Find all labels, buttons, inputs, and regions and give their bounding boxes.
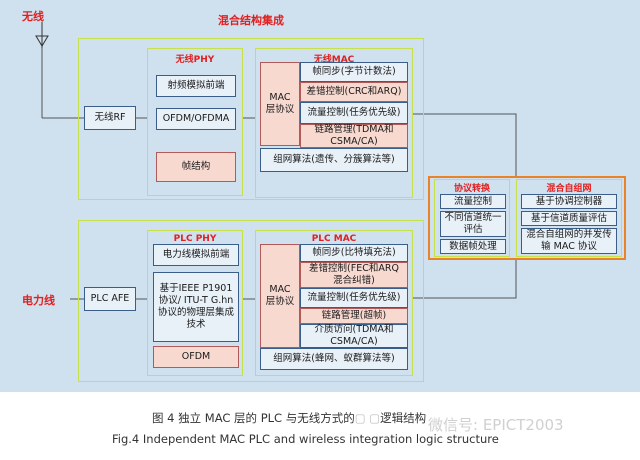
protocol-item: 不同信道统一评估 bbox=[440, 211, 506, 237]
wireless-phy-item: 射频模拟前端 bbox=[156, 75, 236, 97]
wireless-mac-title: 无线MAC bbox=[313, 55, 355, 65]
caption-cn: 图 4 独立 MAC 层的 PLC 与无线方式的▢ ▢逻辑结构 bbox=[152, 411, 427, 425]
wireless-mac-layer: MAC层协议 bbox=[260, 62, 300, 146]
antenna-icon bbox=[35, 22, 49, 48]
plc-afe-box: PLC AFE bbox=[84, 287, 136, 311]
wireless-mac-item: 帧同步(字节计数法) bbox=[300, 62, 408, 82]
wireless-phy-title: 无线PHY bbox=[175, 55, 215, 65]
plc-mac-title: PLC MAC bbox=[311, 234, 357, 244]
watermark: 微信号: EPICT2003 bbox=[428, 416, 564, 434]
wireless-group bbox=[78, 38, 424, 200]
wireless-mac-bottom: 组网算法(遗传、分簇算法等) bbox=[260, 148, 408, 172]
powerline-label: 电力线 bbox=[22, 294, 55, 307]
plc-phy-item: 基于IEEE P1901协议/ ITU-T G.hn协议的物理层集成技术 bbox=[153, 272, 239, 342]
wireless-mac-item: 链路管理(TDMA和CSMA/CA) bbox=[300, 124, 408, 148]
plc-mac-item: 介质访问(TDMA和CSMA/CA) bbox=[300, 324, 408, 348]
plc-mac-bottom: 组网算法(蜂网、蚁群算法等) bbox=[260, 348, 408, 370]
wireless-mac-item: 流量控制(任务优先级) bbox=[300, 102, 408, 124]
plc-phy-item: 电力线模拟前端 bbox=[153, 244, 239, 266]
protocol-title: 协议转换 bbox=[453, 184, 490, 194]
hybrid-network-item: 基于信道质量评估 bbox=[521, 211, 617, 226]
caption-area bbox=[0, 392, 640, 460]
wireless-mac-item: 差错控制(CRC和ARQ) bbox=[300, 82, 408, 102]
protocol-item: 数据帧处理 bbox=[440, 239, 506, 254]
plc-phy-item: OFDM bbox=[153, 346, 239, 368]
hybrid-network-item: 混合自组网的并发传输 MAC 协议 bbox=[521, 228, 617, 254]
plc-mac-item: 链路管理(超帧) bbox=[300, 308, 408, 324]
wireless-phy-item: OFDM/OFDMA bbox=[156, 108, 236, 130]
plc-mac-item: 帧同步(比特填充法) bbox=[300, 244, 408, 262]
plc-group bbox=[78, 220, 424, 382]
hybrid-integration-label: 混合结构集成 bbox=[218, 14, 284, 27]
plc-mac-item: 差错控制(FEC和ARQ混合纠错) bbox=[300, 262, 408, 288]
wireless-phy-item: 帧结构 bbox=[156, 152, 236, 182]
plc-mac-item: 流量控制(任务优先级) bbox=[300, 288, 408, 308]
hybrid-network-title: 混合自组网 bbox=[546, 184, 592, 194]
caption-en: Fig.4 Independent MAC PLC and wireless i… bbox=[112, 432, 499, 446]
wireless-rf-box: 无线RF bbox=[84, 106, 136, 130]
plc-phy-title: PLC PHY bbox=[173, 234, 217, 244]
plc-mac-layer: MAC层协议 bbox=[260, 244, 300, 348]
hybrid-network-item: 基于协调控制器 bbox=[521, 194, 617, 209]
protocol-item: 流量控制 bbox=[440, 194, 506, 209]
wireless-label: 无线 bbox=[22, 10, 44, 23]
